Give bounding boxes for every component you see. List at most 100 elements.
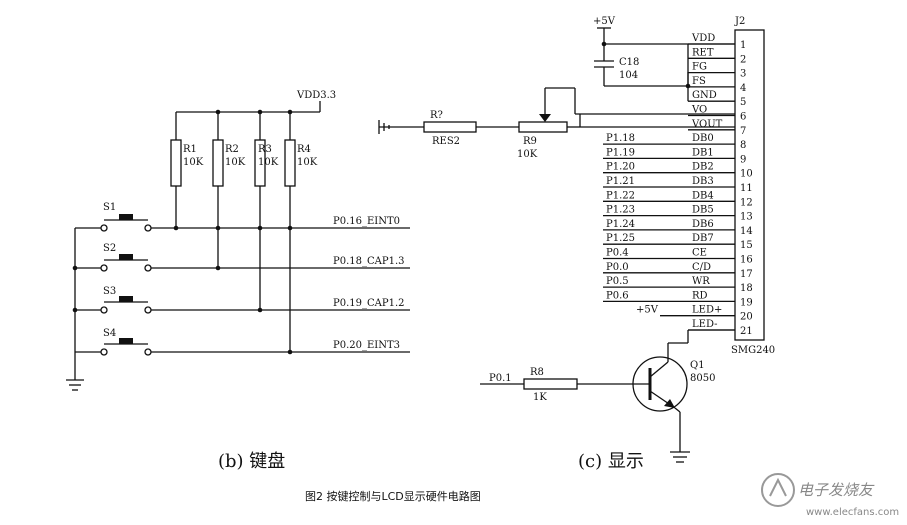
pin-name-2: RET (692, 47, 714, 58)
net-p019-cap12: P0.19_CAP1.2 (333, 298, 405, 309)
pin-net-13: P1.23 (606, 205, 635, 216)
net-p020-eint3: P0.20_EINT3 (333, 340, 400, 351)
pin-number-21: 21 (740, 326, 753, 337)
pin-name-4: FS (692, 76, 706, 87)
connector-pins: VDD1RET2FG3FS4GND5VO6VOUT7DB08P1.18DB19P… (603, 33, 753, 337)
watermark-url: www.elecfans.com (806, 507, 899, 518)
pin-number-5: 5 (740, 97, 746, 108)
resistor-r3: R3 10K (254, 112, 279, 310)
pin-net-17: P0.0 (606, 262, 629, 273)
switch-s3: S3 P0.19_CAP1.2 (75, 286, 410, 314)
pin-number-17: 17 (740, 269, 753, 280)
net-p018-cap13: P0.18_CAP1.3 (333, 256, 405, 267)
pin-name-1: VDD (691, 33, 715, 44)
pin-number-13: 13 (740, 212, 753, 223)
r2-value: 10K (225, 157, 246, 168)
pin-net-8: P1.18 (606, 133, 635, 144)
resistor-r1: R1 10K (170, 112, 204, 228)
switch-s2: S2 P0.18_CAP1.3 (75, 243, 410, 272)
r3-ref: R3 (258, 144, 272, 155)
pin-number-1: 1 (740, 40, 746, 51)
pin-name-6: VO (691, 105, 707, 116)
pin-net-19: P0.6 (606, 290, 629, 301)
q1-ref: Q1 (690, 360, 705, 371)
pin-name-10: DB2 (692, 162, 714, 173)
switch-s4: S4 P0.20_EINT3 (75, 328, 410, 356)
pin-number-19: 19 (740, 297, 753, 308)
r1-value: 10K (183, 157, 204, 168)
pin-name-8: DB0 (692, 133, 714, 144)
watermark-logo: 电子发烧友 www.elecfans.com (761, 473, 899, 518)
vdd33-label: VDD3.3 (296, 90, 336, 101)
pin-name-11: DB3 (692, 176, 714, 187)
watermark-text: 电子发烧友 (798, 481, 875, 499)
pin-name-5: GND (692, 90, 717, 101)
net-p01: P0.1 (489, 373, 512, 384)
pin-name-21: LED- (692, 319, 718, 330)
r8-value: 1K (533, 392, 547, 403)
pin-name-17: C/D (692, 262, 711, 273)
pin-name-14: DB6 (692, 219, 714, 230)
pin-number-12: 12 (740, 197, 753, 208)
pin-net-10: P1.20 (606, 162, 635, 173)
r9-value: 10K (517, 149, 538, 160)
display-caption: (c) 显示 (578, 451, 644, 472)
resistor-r2: R2 10K (212, 112, 246, 268)
pin-net-20: +5V (636, 305, 659, 316)
connector-j2: J2 SMG240 (731, 16, 775, 356)
pin-name-13: DB5 (692, 205, 714, 216)
c18-value: 104 (619, 70, 638, 81)
pin-number-14: 14 (740, 226, 753, 237)
net-p016-eint0: P0.16_EINT0 (333, 216, 400, 227)
r4-ref: R4 (297, 144, 311, 155)
pin-number-3: 3 (740, 69, 746, 80)
potentiometer-r9: R9 10K (517, 87, 576, 160)
pin-number-18: 18 (740, 283, 753, 294)
s1-label: S1 (103, 202, 116, 213)
resistor-r-unknown: R? RES2 (423, 110, 477, 147)
resistor-r8: R8 1K (523, 367, 578, 403)
r8-ref: R8 (530, 367, 544, 378)
s3-label: S3 (103, 286, 116, 297)
lcd-circuit: +5V C18 104 R? RES2 (378, 16, 775, 472)
ground-symbol-keyboard (66, 379, 84, 391)
pin-net-14: P1.24 (606, 219, 635, 230)
pin-name-3: FG (692, 62, 707, 73)
keyboard-caption: (b) 键盘 (218, 451, 285, 472)
capacitor-c18: C18 104 (594, 44, 639, 86)
pin-number-4: 4 (740, 83, 746, 94)
figure-caption: 图2 按键控制与LCD显示硬件电路图 (305, 489, 481, 503)
pin-net-15: P1.25 (606, 233, 635, 244)
j2-ref: J2 (734, 16, 745, 27)
pin-number-2: 2 (740, 54, 746, 65)
plus5v-label: +5V (593, 16, 616, 27)
pin-name-15: DB7 (692, 233, 714, 244)
r-unknown-ref: R? (430, 110, 443, 121)
j2-part: SMG240 (731, 345, 775, 356)
pin-number-8: 8 (740, 140, 746, 151)
pin-net-11: P1.21 (606, 176, 635, 187)
s4-label: S4 (103, 328, 116, 339)
pin-number-7: 7 (740, 126, 746, 137)
pin-name-19: RD (692, 290, 708, 301)
pin-net-18: P0.5 (606, 276, 629, 287)
c18-ref: C18 (619, 57, 639, 68)
pin-name-9: DB1 (692, 147, 714, 158)
r9-ref: R9 (523, 136, 537, 147)
r1-ref: R1 (183, 144, 197, 155)
ground-symbol-q1 (670, 451, 690, 463)
ground-symbol-lcd (378, 120, 397, 134)
pin-name-12: DB4 (692, 190, 714, 201)
keyboard-circuit: VDD3.3 R1 10K R2 10K R3 10K (66, 90, 410, 472)
r3-value: 10K (258, 157, 279, 168)
pin-name-16: CE (692, 248, 707, 259)
r2-ref: R2 (225, 144, 239, 155)
pin-name-18: WR (692, 276, 710, 287)
pin-number-15: 15 (740, 240, 753, 251)
s2-label: S2 (103, 243, 116, 254)
pin-net-12: P1.22 (606, 190, 635, 201)
pin-number-9: 9 (740, 154, 746, 165)
pin-number-16: 16 (740, 255, 753, 266)
pin-net-16: P0.4 (606, 248, 629, 259)
